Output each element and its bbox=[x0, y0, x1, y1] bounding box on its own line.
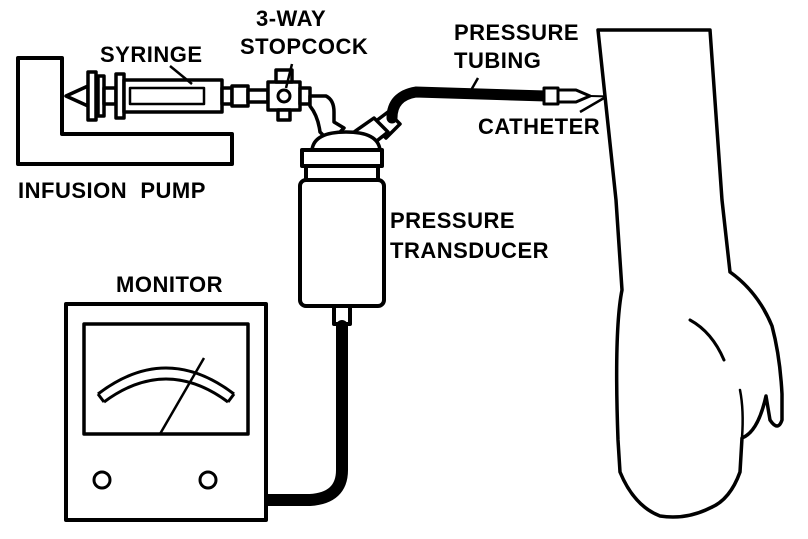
transducer-label-line1: PRESSURE bbox=[390, 208, 515, 233]
label-pointers bbox=[169, 63, 605, 114]
infusion-pump bbox=[16, 56, 234, 166]
pressure-tubing bbox=[386, 86, 552, 124]
catheter-pointer bbox=[579, 96, 605, 114]
infusion-pump-label: INFUSION PUMP bbox=[18, 178, 206, 203]
y-connector bbox=[308, 94, 402, 152]
transducer-label-line2: TRANSDUCER bbox=[390, 238, 549, 263]
monitor-label: MONITOR bbox=[116, 272, 223, 297]
tubing-pointer bbox=[468, 77, 480, 93]
syringe bbox=[64, 70, 270, 122]
pressure-transducer bbox=[298, 148, 386, 326]
monitor bbox=[64, 302, 268, 522]
syringe-pointer bbox=[169, 65, 193, 85]
stopcock-label-line2: STOPCOCK bbox=[240, 34, 368, 59]
three-way-stopcock bbox=[266, 68, 312, 122]
stopcock-label-line1: 3-WAY bbox=[256, 6, 326, 31]
labels: SYRINGE 3-WAY STOPCOCK PRESSURE TUBING C… bbox=[18, 6, 600, 297]
tubing-label-line2: TUBING bbox=[454, 48, 541, 73]
tubing-label-line1: PRESSURE bbox=[454, 20, 579, 45]
monitor-cable bbox=[260, 320, 348, 506]
catheter-label: CATHETER bbox=[478, 114, 600, 139]
syringe-label: SYRINGE bbox=[100, 42, 203, 67]
arm-and-hand bbox=[596, 28, 784, 519]
stopcock-pointer bbox=[284, 63, 294, 89]
